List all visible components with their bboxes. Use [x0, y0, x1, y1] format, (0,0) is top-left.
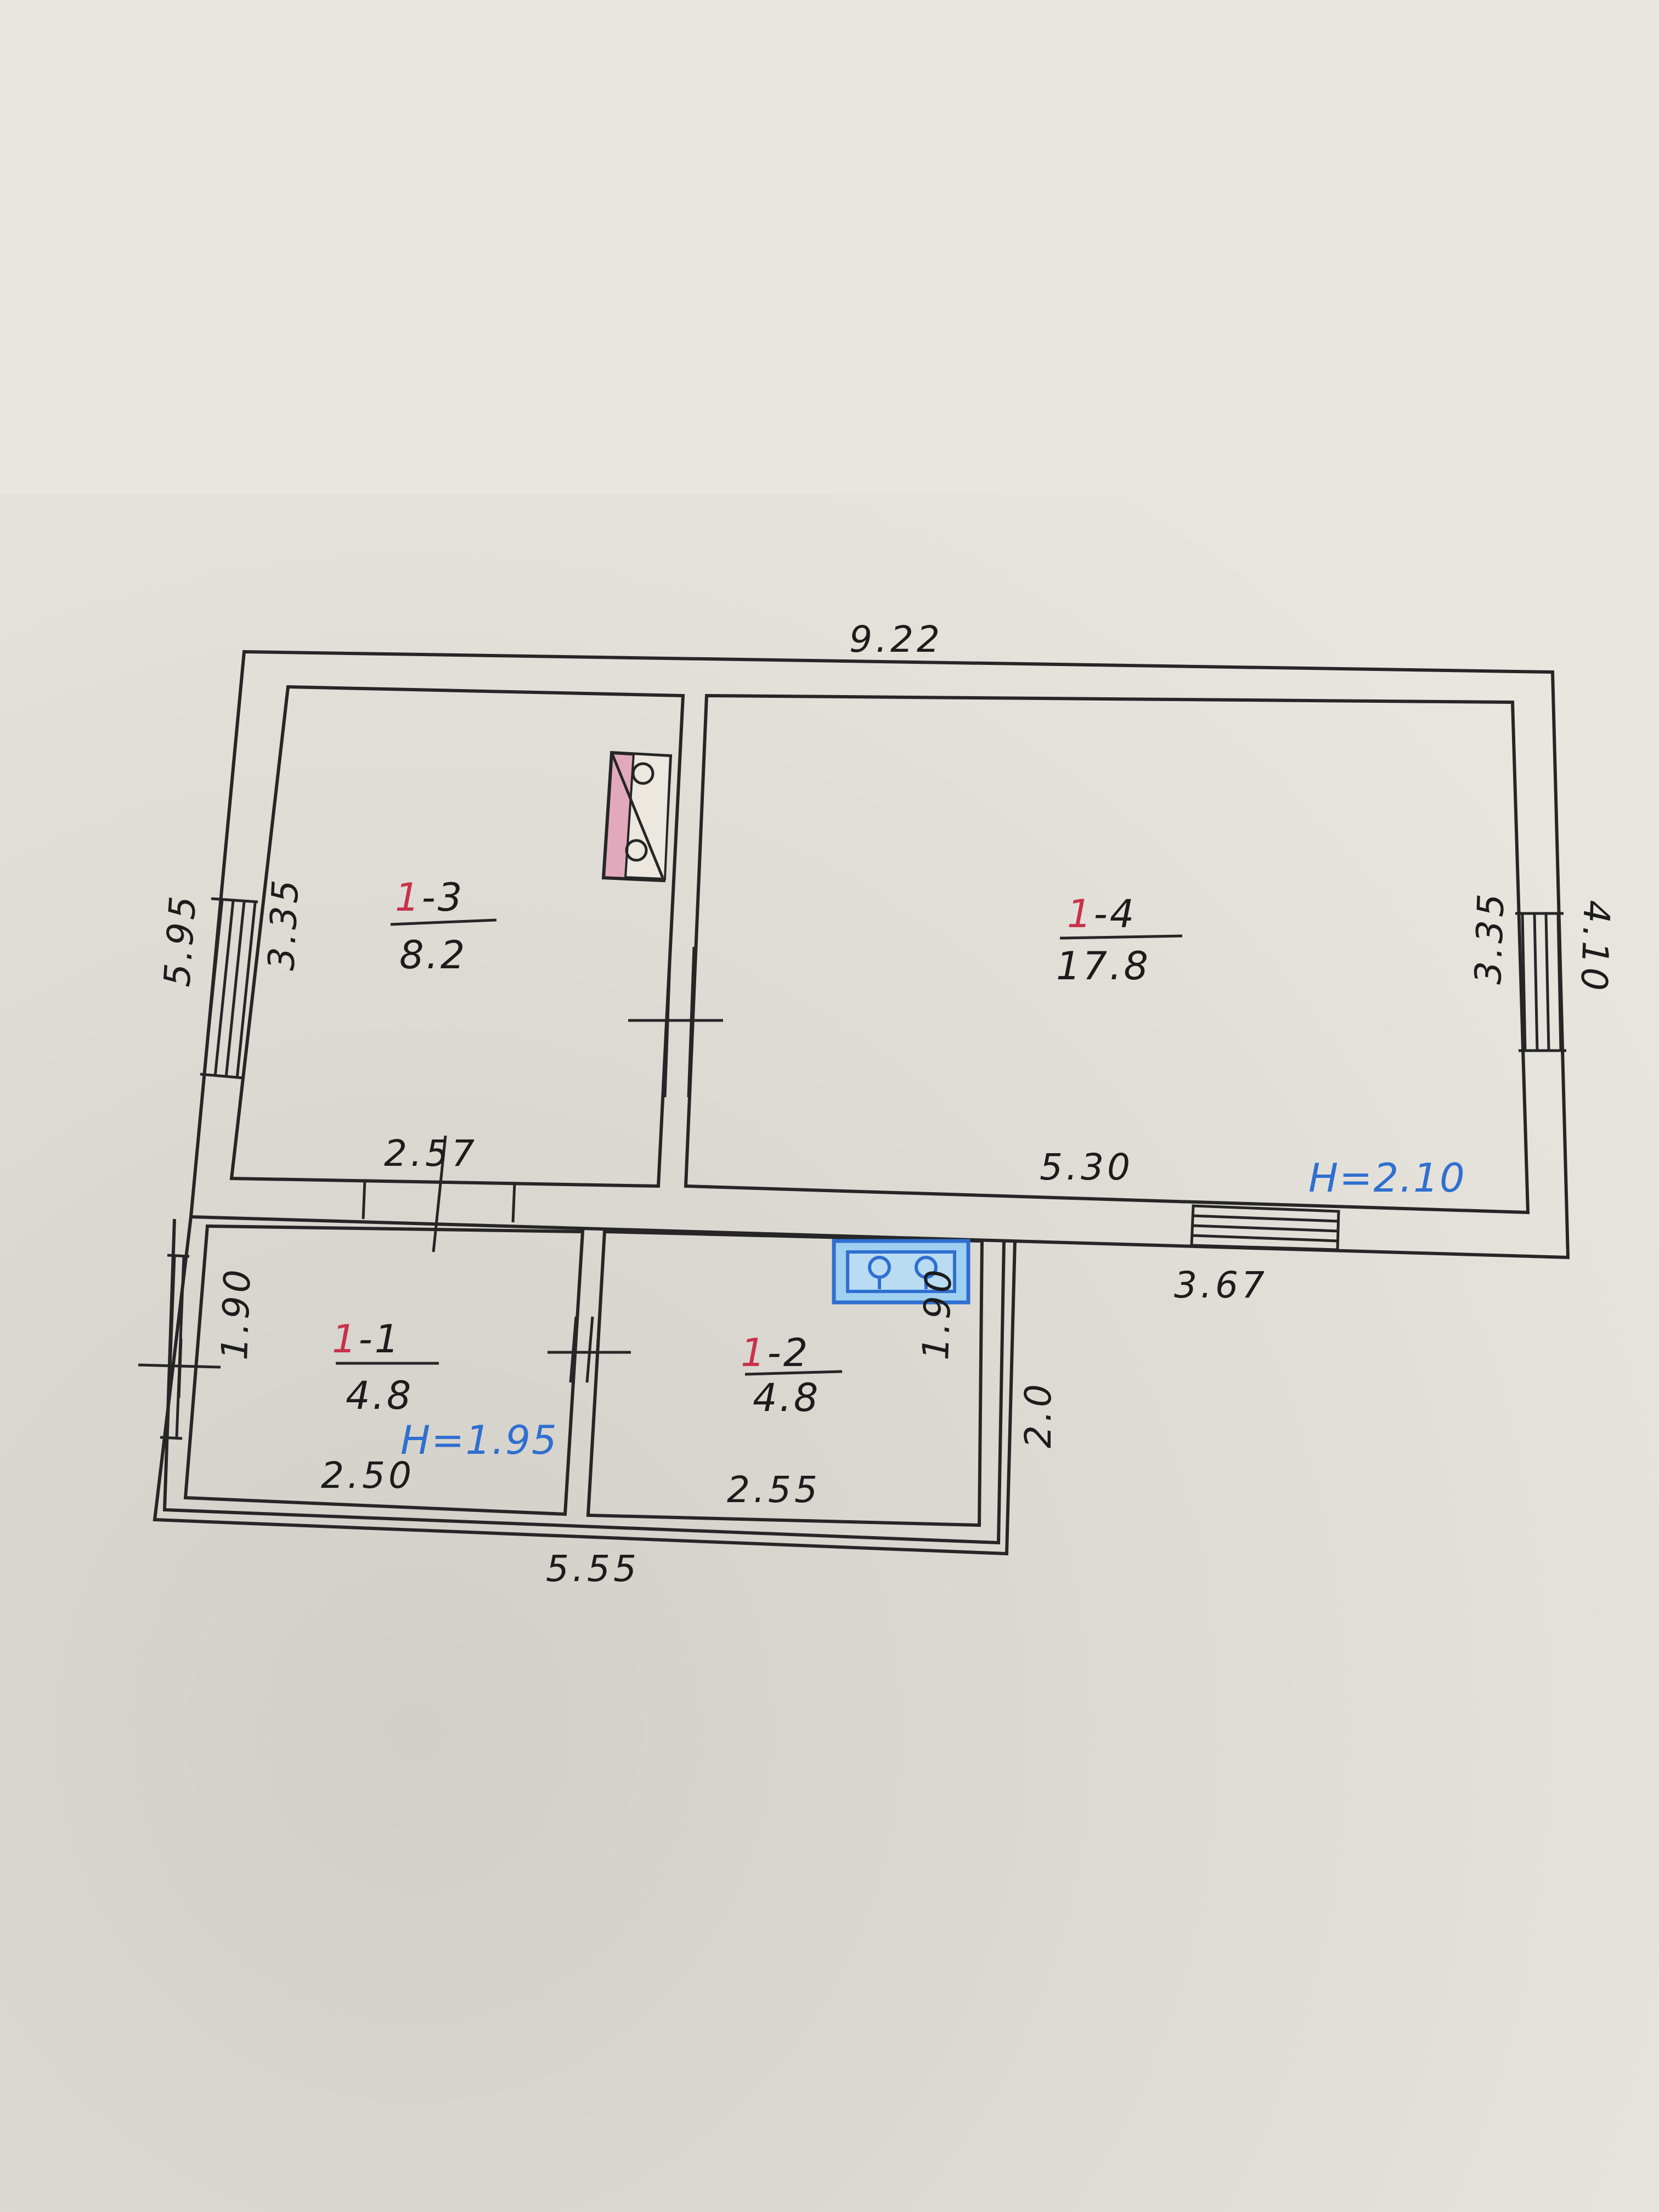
svg-text:1-4: 1-4: [1067, 891, 1136, 936]
door-room-1-exterior: [138, 1338, 221, 1398]
dim-annex-height: 2.0: [1017, 1381, 1059, 1448]
dim-room-2-height: 1.90: [915, 1266, 960, 1361]
svg-text:8.2: 8.2: [399, 933, 467, 978]
door-room-3-to-4: [628, 946, 723, 1098]
height-annex: H=1.95: [400, 1417, 558, 1463]
room-2-inner-wall: [586, 1229, 984, 1527]
svg-text:1-1: 1-1: [332, 1317, 401, 1362]
dim-overall-width: 9.22: [849, 618, 943, 661]
dim-room-1-height: 1.90: [213, 1266, 259, 1361]
dim-room-2-width: 2.55: [727, 1469, 821, 1511]
room-1-inner-wall: [183, 1224, 585, 1516]
dim-room-4-width: 5.30: [1040, 1146, 1133, 1188]
door-room-1-to-2: [548, 1316, 631, 1383]
gas-hob-icon: [832, 1239, 970, 1305]
dim-room-3-height: 3.35: [260, 876, 307, 972]
room-label-4: 1-4 17.8: [1056, 891, 1183, 989]
dim-porch-width: 3.67: [1174, 1264, 1268, 1306]
dim-room-4-height: 3.35: [1467, 890, 1513, 985]
dim-room-1-width: 2.50: [321, 1454, 415, 1497]
svg-text:4.8: 4.8: [346, 1373, 413, 1418]
svg-text:17.8: 17.8: [1056, 944, 1150, 989]
room-label-3: 1-3 8.2: [390, 875, 497, 978]
window-room-4: [1515, 912, 1566, 1052]
annex-outer-wall: [153, 1216, 1017, 1556]
dim-room-3-width: 2.57: [384, 1132, 478, 1175]
room-3-inner-wall: [229, 685, 685, 1188]
stove-icon: [601, 751, 673, 883]
dim-overall-right-height: 4.10: [1572, 899, 1618, 995]
room-label-1: 1-1 4.8: [332, 1317, 439, 1418]
height-main: H=2.10: [1308, 1155, 1466, 1201]
svg-text:4.8: 4.8: [753, 1375, 820, 1420]
door-hall: [362, 1135, 516, 1252]
window-room-3: [200, 897, 258, 1080]
svg-text:1-2: 1-2: [741, 1330, 810, 1375]
dim-overall-left-height: 5.95: [156, 891, 205, 988]
room-4-inner-wall: [684, 693, 1530, 1215]
dim-annex-width: 5.55: [546, 1548, 640, 1590]
room-label-2: 1-2 4.8: [741, 1330, 843, 1420]
porch-steps: [1190, 1204, 1340, 1251]
svg-text:1-3: 1-3: [395, 875, 464, 920]
plan-drawing: 9.22 5.95 4.10 3.35 2.57 3.35 5.30 3.67 …: [138, 618, 1618, 1590]
